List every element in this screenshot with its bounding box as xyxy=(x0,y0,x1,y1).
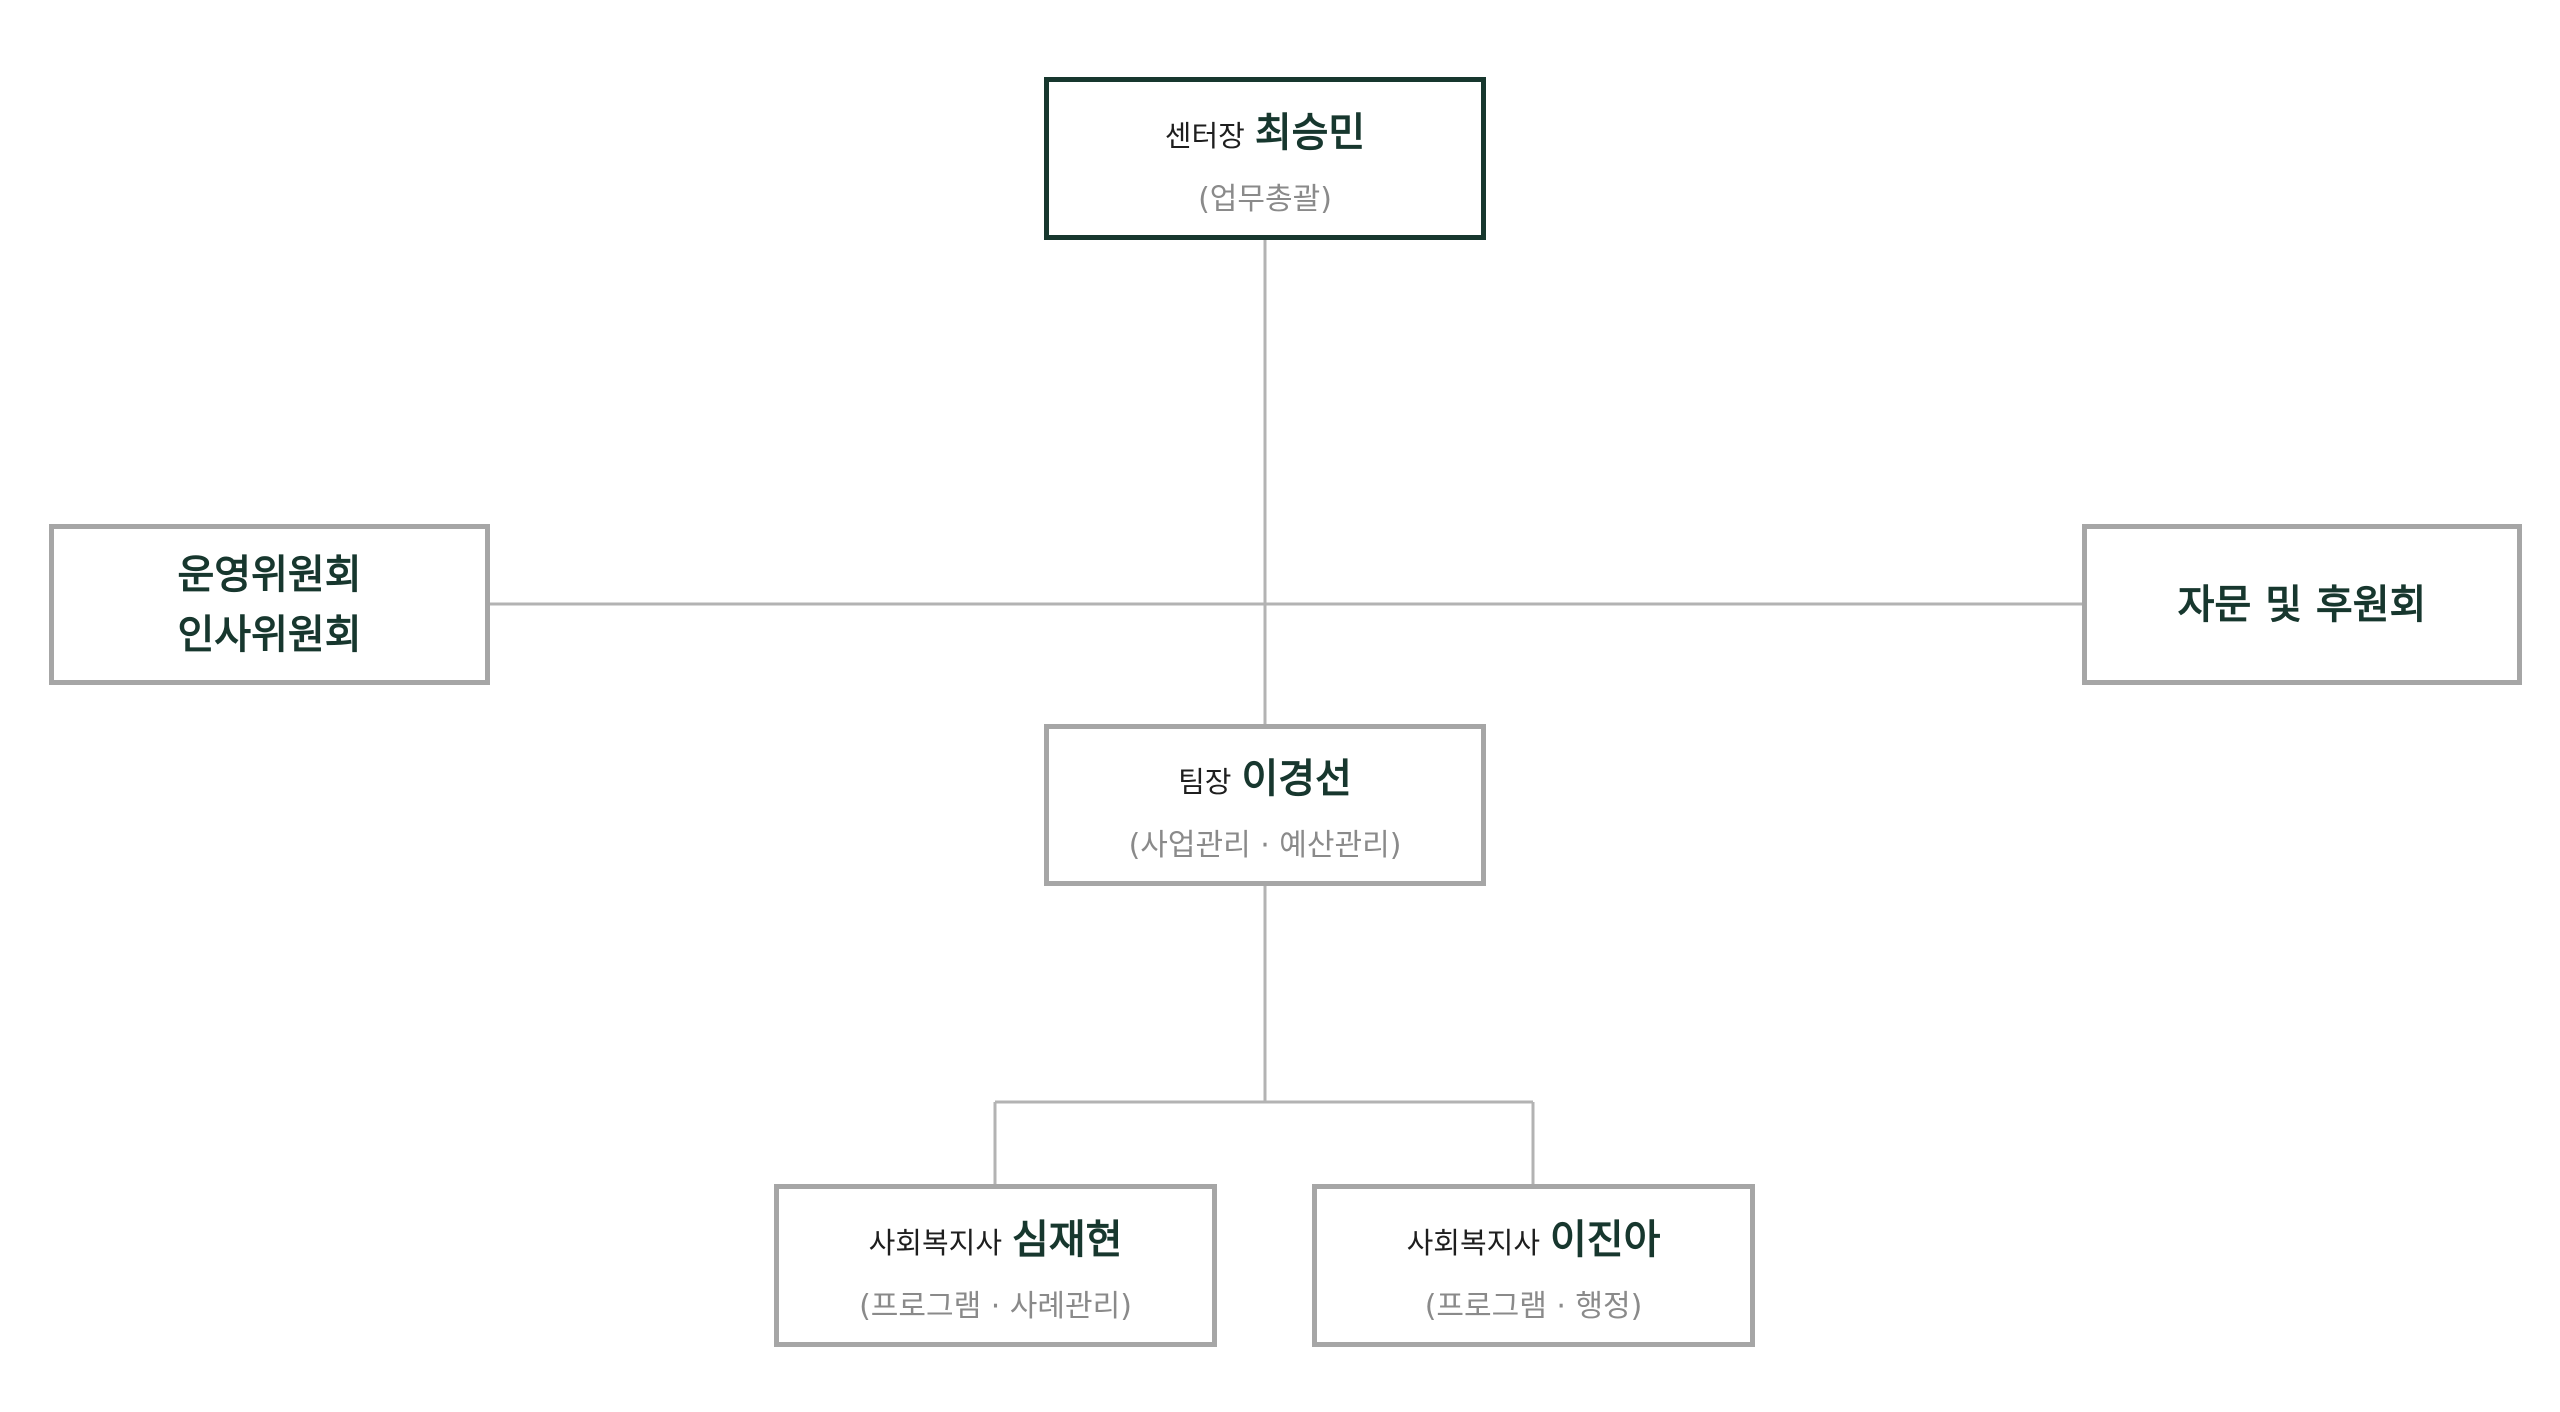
social-worker-title-line: 사회복지사 심재현 xyxy=(869,1207,1123,1265)
advisory-label: 자문 및 후원회 xyxy=(2177,581,2427,628)
social-worker-role: 사회복지사 xyxy=(868,1225,1002,1260)
director-name: 최승민 xyxy=(1254,109,1366,156)
team-lead-box: 팀장 이경선 (사업관리 · 예산관리) xyxy=(1044,724,1486,886)
team-lead-name: 이경선 xyxy=(1241,756,1352,802)
social-worker-duty: (프로그램 · 사례관리) xyxy=(859,1288,1132,1324)
advisory-box: 자문 및 후원회 xyxy=(2082,524,2522,685)
director-role: 센터장 xyxy=(1164,118,1245,153)
committees-box: 운영위원회 인사위원회 xyxy=(49,524,490,685)
director-duty: (업무총괄) xyxy=(1198,181,1332,217)
personnel-committee-label: 인사위원회 xyxy=(177,611,362,658)
social-worker-name: 이진아 xyxy=(1550,1216,1661,1263)
social-worker-duty: (프로그램 · 행정) xyxy=(1424,1288,1643,1324)
social-worker-role: 사회복지사 xyxy=(1406,1225,1540,1260)
social-worker-name: 심재현 xyxy=(1012,1216,1123,1263)
director-title-line: 센터장 최승민 xyxy=(1165,100,1365,158)
team-lead-role: 팀장 xyxy=(1178,765,1232,799)
director-box: 센터장 최승민 (업무총괄) xyxy=(1044,77,1486,240)
team-lead-duty: (사업관리 · 예산관리) xyxy=(1128,828,1402,863)
team-lead-title-line: 팀장 이경선 xyxy=(1178,746,1352,804)
operating-committee-label: 운영위원회 xyxy=(177,551,362,598)
social-worker-box: 사회복지사 심재현 (프로그램 · 사례관리) xyxy=(774,1184,1217,1347)
social-worker-box: 사회복지사 이진아 (프로그램 · 행정) xyxy=(1312,1184,1755,1347)
social-worker-title-line: 사회복지사 이진아 xyxy=(1407,1207,1661,1265)
